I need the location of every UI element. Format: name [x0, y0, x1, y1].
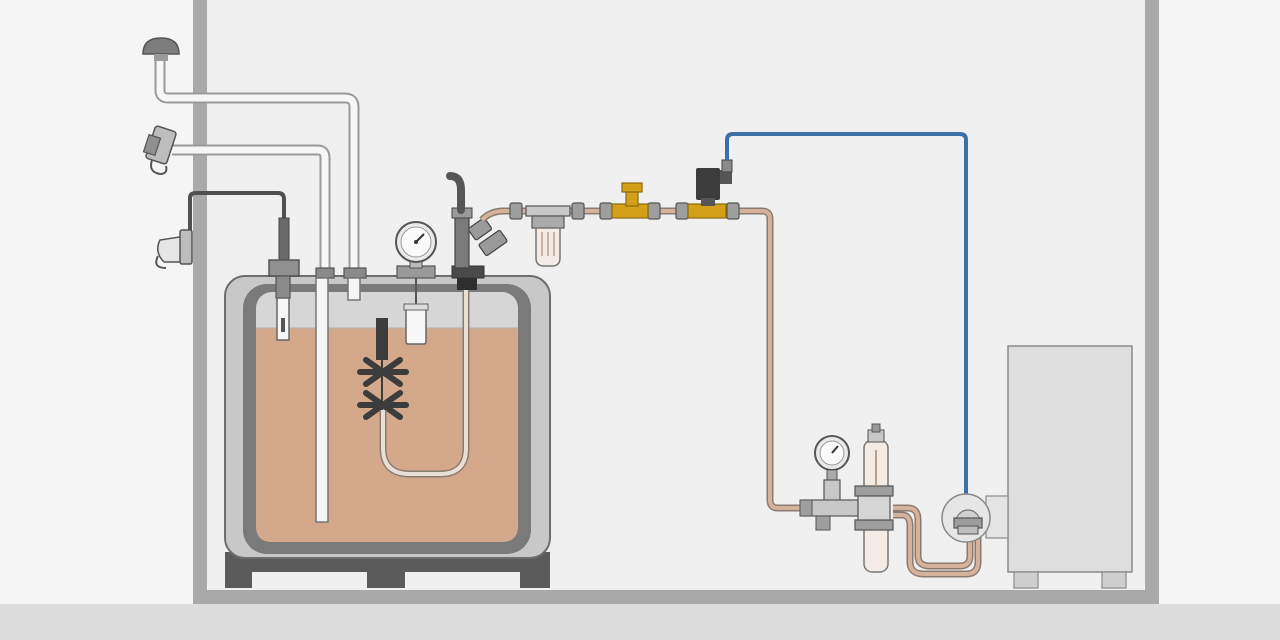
room-wall-left: [193, 0, 207, 604]
level-probe: [268, 217, 300, 341]
room-floor-slab: [193, 590, 1159, 604]
sensor-coupling: [155, 229, 193, 269]
room-wall-right: [1145, 0, 1159, 604]
burner-pump: [941, 493, 991, 543]
fuel-oil: [256, 328, 518, 542]
supply-line: [479, 207, 820, 512]
pressure-gauge: [395, 221, 437, 306]
mixer-rotor: [357, 318, 409, 420]
sensor-cable: [188, 191, 286, 240]
control-line: [725, 132, 968, 500]
oil-filter: [525, 205, 571, 267]
sensor: [403, 303, 429, 345]
vent-pipe: [154, 60, 360, 272]
solenoid-valve: [687, 159, 733, 219]
fill-pipe: [172, 144, 331, 272]
brass-tee-fitting: [611, 182, 649, 219]
fill-pipe-in-tank: [315, 267, 335, 523]
boiler: [985, 345, 1133, 589]
burner-feed-lines: [893, 504, 982, 578]
pipe-couplings: [509, 202, 740, 220]
suction-line: [379, 282, 470, 478]
deaerator: [799, 423, 894, 573]
fill-coupling: [142, 125, 177, 176]
extraction-valve: [446, 172, 508, 290]
vent-pipe-in-tank: [343, 267, 367, 301]
ground: [0, 604, 1280, 640]
vent-cap: [142, 37, 180, 61]
